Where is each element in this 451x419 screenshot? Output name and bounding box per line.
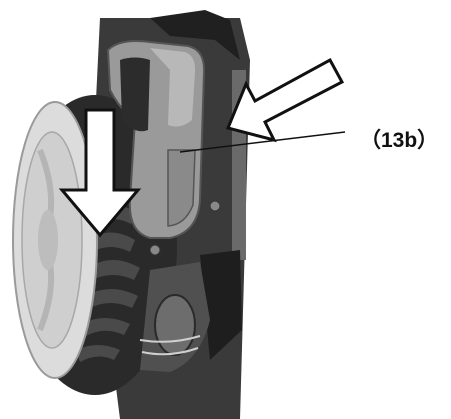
rear-wheel	[12, 95, 177, 395]
callout-leader-line	[179, 131, 346, 153]
push-inward-arrow	[225, 57, 345, 143]
push-down-arrow	[58, 108, 142, 238]
callout-label: （13b）	[360, 129, 439, 152]
wheel-axle-mechanism	[139, 262, 210, 372]
